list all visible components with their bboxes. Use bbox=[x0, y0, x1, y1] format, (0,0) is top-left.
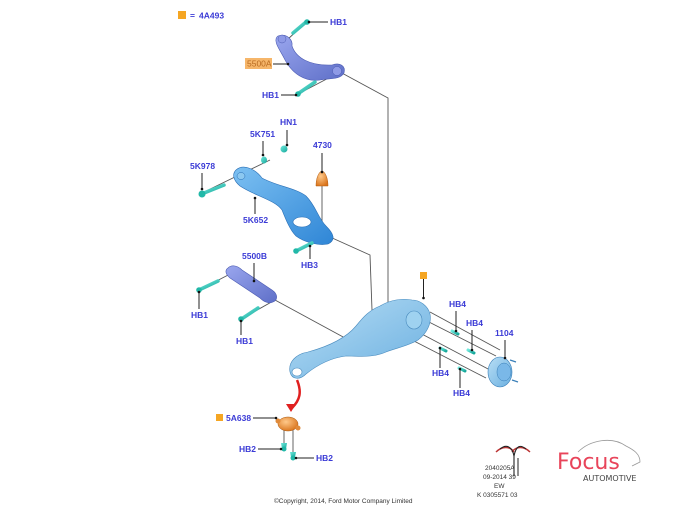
label-5k652: 5K652 bbox=[243, 215, 268, 225]
bolt-hb1-upper-bottom bbox=[295, 80, 317, 97]
label-hb4-1: HB4 bbox=[449, 299, 466, 309]
brand-subtitle: AUTOMOTIVE bbox=[583, 474, 636, 483]
bolt-hb2-right bbox=[290, 452, 296, 461]
part-callouts: HB1 5500A HB1 HN1 5K751 4730 5K978 5K652… bbox=[190, 17, 514, 463]
ref-line-3: EW bbox=[494, 483, 505, 490]
focus-automotive-logo: Focus AUTOMOTIVE bbox=[557, 439, 641, 483]
legend-equals: = bbox=[190, 11, 195, 21]
label-hb4-4: HB4 bbox=[453, 388, 470, 398]
label-5k978: 5K978 bbox=[190, 161, 215, 171]
upper-control-arm-5500a bbox=[275, 34, 345, 81]
label-hb1-toe-left: HB1 bbox=[191, 310, 208, 320]
ref-line-4: K 0305571 03 bbox=[477, 492, 518, 499]
ford-signature-mark bbox=[495, 445, 531, 476]
toe-link-5500b bbox=[225, 265, 277, 304]
bolt-hb2-left bbox=[281, 443, 287, 452]
install-direction-arrow bbox=[286, 379, 301, 412]
copyright-text: ©Copyright, 2014, Ford Motor Company Lim… bbox=[274, 497, 413, 505]
label-5k751: 5K751 bbox=[250, 129, 275, 139]
label-hn1: HN1 bbox=[280, 117, 297, 127]
label-4730: 4730 bbox=[313, 140, 332, 150]
nut-hn1 bbox=[280, 145, 288, 153]
bolt-hb1-toe-right bbox=[238, 306, 260, 322]
bolt-hb3 bbox=[293, 241, 314, 254]
label-hb1-upper-bottom: HB1 bbox=[262, 90, 279, 100]
label-5500a-highlight bbox=[245, 58, 272, 69]
hub-bolts-hb4 bbox=[438, 329, 476, 373]
label-hb2-right: HB2 bbox=[316, 453, 333, 463]
wheel-hub-1104 bbox=[487, 356, 519, 388]
bushing-5a638 bbox=[275, 416, 301, 432]
legend-swatch bbox=[178, 11, 186, 19]
label-hb4-2: HB4 bbox=[466, 318, 483, 328]
ref-line-1: 2040205A bbox=[485, 465, 515, 472]
label-1104: 1104 bbox=[495, 328, 514, 338]
knuckle-4a493-marker bbox=[420, 272, 427, 300]
bolt-hb1-toe-left bbox=[196, 279, 220, 293]
label-hb1-toe-right: HB1 bbox=[236, 336, 253, 346]
label-5a638-swatch bbox=[216, 414, 223, 421]
car-outline-icon bbox=[577, 439, 641, 467]
knuckle-assembly bbox=[289, 298, 431, 379]
label-5500a: 5500A bbox=[247, 59, 272, 69]
lower-control-arm-5k652 bbox=[233, 166, 334, 245]
ref-line-2: 09-2014 39 bbox=[483, 474, 516, 481]
label-5500b: 5500B bbox=[242, 251, 267, 261]
bolt-5k978 bbox=[198, 183, 226, 198]
legend-part-number: 4A493 bbox=[199, 11, 224, 21]
label-5a638: 5A638 bbox=[226, 413, 251, 423]
label-hb4-3: HB4 bbox=[432, 368, 449, 378]
washer-5k751 bbox=[261, 156, 267, 164]
label-hb1-upper-top: HB1 bbox=[330, 17, 347, 27]
bolt-hb1-upper-top bbox=[291, 19, 310, 35]
label-hb2-left: HB2 bbox=[239, 444, 256, 454]
reference-block: 2040205A 09-2014 39 EW K 0305571 03 bbox=[477, 445, 531, 499]
brand-name: Focus bbox=[557, 450, 620, 475]
label-hb3: HB3 bbox=[301, 260, 318, 270]
legend: = 4A493 bbox=[178, 11, 224, 21]
